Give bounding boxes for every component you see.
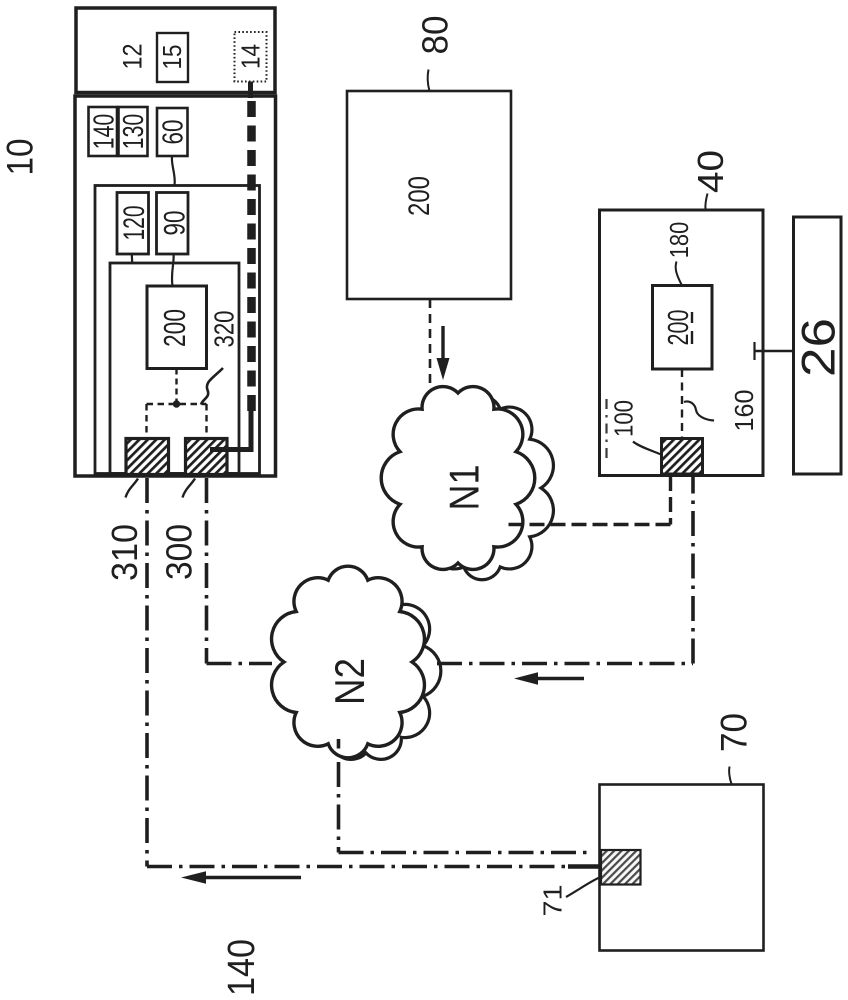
svg-text:120: 120 — [118, 206, 151, 241]
svg-text:200: 200 — [403, 176, 436, 216]
svg-text:160: 160 — [729, 390, 759, 432]
svg-text:70: 70 — [713, 713, 754, 752]
svg-text:140: 140 — [221, 939, 263, 996]
svg-text:320: 320 — [209, 311, 240, 348]
svg-text:60: 60 — [157, 120, 189, 145]
svg-text:40: 40 — [690, 150, 731, 193]
svg-text:10: 10 — [0, 139, 40, 176]
svg-text:N2: N2 — [326, 658, 373, 705]
svg-text:80: 80 — [414, 16, 455, 55]
svg-text:71: 71 — [537, 885, 567, 917]
svg-text:140: 140 — [88, 114, 120, 150]
svg-text:26: 26 — [791, 318, 844, 377]
svg-text:200: 200 — [663, 310, 695, 346]
svg-text:200: 200 — [157, 309, 192, 347]
svg-text:12: 12 — [118, 44, 148, 70]
svg-text:14: 14 — [235, 44, 265, 69]
svg-text:100: 100 — [608, 400, 638, 437]
svg-text:180: 180 — [664, 222, 694, 259]
svg-text:130: 130 — [118, 114, 150, 150]
svg-text:N1: N1 — [441, 465, 488, 511]
svg-text:300: 300 — [158, 524, 199, 580]
svg-text:15: 15 — [157, 45, 187, 70]
svg-text:90: 90 — [158, 211, 191, 236]
svg-text:310: 310 — [104, 524, 145, 581]
